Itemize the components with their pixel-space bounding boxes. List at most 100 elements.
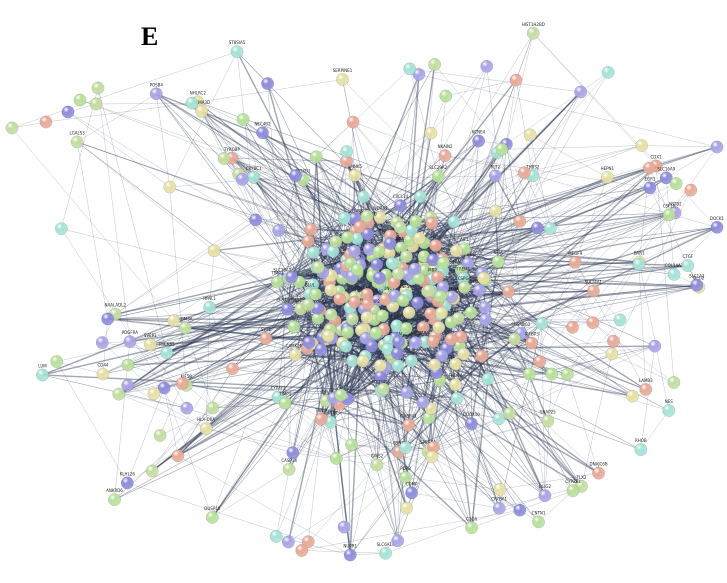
protein-node-sphere[interactable] xyxy=(337,211,351,225)
protein-node-sphere[interactable] xyxy=(341,231,354,244)
protein-node-sphere[interactable] xyxy=(235,172,249,186)
protein-node-sphere[interactable] xyxy=(203,300,217,314)
protein-node[interactable]: NES xyxy=(662,399,676,417)
protein-node-sphere[interactable] xyxy=(586,316,600,330)
protein-node-sphere[interactable] xyxy=(475,349,489,363)
protein-node[interactable] xyxy=(285,270,298,284)
protein-node[interactable] xyxy=(393,221,407,234)
protein-node[interactable] xyxy=(477,271,490,285)
protein-node[interactable] xyxy=(333,292,347,306)
protein-node[interactable] xyxy=(321,329,335,343)
protein-node-sphere[interactable] xyxy=(121,358,135,372)
protein-node-sphere[interactable] xyxy=(396,294,410,307)
protein-node[interactable]: CD44 xyxy=(96,363,110,381)
protein-node[interactable] xyxy=(324,283,338,297)
protein-node-sphere[interactable] xyxy=(207,244,221,258)
protein-node[interactable] xyxy=(437,256,450,270)
protein-node-sphere[interactable] xyxy=(532,515,545,529)
protein-node[interactable] xyxy=(523,128,537,142)
protein-node-sphere[interactable] xyxy=(123,335,137,349)
protein-node-sphere[interactable] xyxy=(400,501,414,515)
protein-node-sphere[interactable] xyxy=(541,414,555,428)
protein-node-sphere[interactable] xyxy=(314,343,328,356)
protein-node-sphere[interactable] xyxy=(662,404,676,417)
protein-node-sphere[interactable] xyxy=(710,220,724,234)
protein-node[interactable] xyxy=(475,349,489,363)
protein-node-sphere[interactable] xyxy=(613,313,627,327)
protein-node-sphere[interactable] xyxy=(307,246,320,260)
protein-node[interactable] xyxy=(513,503,527,517)
protein-node[interactable] xyxy=(249,213,263,227)
protein-node-sphere[interactable] xyxy=(449,378,462,392)
protein-node[interactable] xyxy=(261,77,275,90)
protein-node[interactable]: LUM xyxy=(36,363,49,382)
protein-node[interactable]: NKAIN2 xyxy=(438,144,453,163)
protein-node[interactable] xyxy=(345,438,358,452)
protein-node[interactable] xyxy=(493,483,507,496)
protein-node[interactable] xyxy=(424,307,438,321)
protein-node[interactable] xyxy=(513,214,527,228)
protein-node-sphere[interactable] xyxy=(346,312,359,326)
protein-node-sphere[interactable] xyxy=(513,214,527,228)
protein-node-sphere[interactable] xyxy=(54,222,68,236)
protein-node[interactable]: CTGF xyxy=(681,254,695,273)
protein-node-sphere[interactable] xyxy=(226,362,239,376)
protein-node[interactable] xyxy=(167,314,181,328)
protein-node-sphere[interactable] xyxy=(489,204,502,218)
protein-node[interactable] xyxy=(307,246,320,260)
protein-node-sphere[interactable] xyxy=(329,235,343,249)
protein-node-sphere[interactable] xyxy=(180,401,194,415)
protein-node[interactable]: KCNE4 xyxy=(472,129,486,148)
protein-node[interactable] xyxy=(533,355,547,369)
protein-node-sphere[interactable] xyxy=(502,285,515,299)
protein-node-sphere[interactable] xyxy=(36,368,49,382)
protein-node[interactable] xyxy=(642,161,656,175)
protein-node[interactable] xyxy=(560,367,574,381)
protein-node[interactable]: KDM3A xyxy=(178,316,193,335)
protein-node-sphere[interactable] xyxy=(643,181,657,195)
protein-node-sphere[interactable] xyxy=(230,45,244,59)
protein-node-sphere[interactable] xyxy=(667,376,681,389)
protein-node[interactable] xyxy=(478,301,492,314)
protein-node[interactable] xyxy=(399,250,413,263)
protein-node[interactable] xyxy=(383,237,397,250)
protein-node-sphere[interactable] xyxy=(302,336,316,349)
protein-node[interactable] xyxy=(337,211,351,225)
protein-node-sphere[interactable] xyxy=(96,367,110,381)
protein-node[interactable] xyxy=(235,172,249,186)
protein-node[interactable] xyxy=(95,336,109,349)
protein-node-sphere[interactable] xyxy=(481,372,495,386)
protein-node[interactable] xyxy=(302,336,316,349)
protein-node[interactable] xyxy=(710,140,724,154)
protein-node-sphere[interactable] xyxy=(669,177,683,190)
protein-node-sphere[interactable] xyxy=(336,73,349,86)
protein-node-sphere[interactable] xyxy=(409,214,423,228)
protein-node-sphere[interactable] xyxy=(143,338,157,352)
protein-node-sphere[interactable] xyxy=(353,220,367,234)
protein-node[interactable] xyxy=(492,412,506,426)
protein-node-sphere[interactable] xyxy=(149,87,163,101)
protein-node-sphere[interactable] xyxy=(282,462,296,476)
protein-node-sphere[interactable] xyxy=(439,89,453,103)
protein-node[interactable] xyxy=(530,221,544,235)
protein-node[interactable] xyxy=(348,295,362,309)
protein-node-sphere[interactable] xyxy=(405,486,418,500)
protein-node-sphere[interactable] xyxy=(391,534,405,548)
protein-node[interactable] xyxy=(480,59,494,73)
protein-node-sphere[interactable] xyxy=(121,378,135,392)
protein-node[interactable] xyxy=(309,287,323,301)
protein-node-sphere[interactable] xyxy=(574,85,588,99)
protein-node[interactable] xyxy=(329,235,343,249)
protein-node[interactable] xyxy=(101,312,115,326)
protein-node-sphere[interactable] xyxy=(163,180,177,194)
protein-node[interactable]: NUPR1 xyxy=(343,544,358,562)
protein-node[interactable] xyxy=(346,115,360,129)
protein-node[interactable] xyxy=(481,372,495,386)
protein-node-sphere[interactable] xyxy=(329,451,343,465)
protein-node-sphere[interactable] xyxy=(479,313,493,327)
protein-node-sphere[interactable] xyxy=(301,298,315,312)
protein-node-sphere[interactable] xyxy=(434,290,447,304)
protein-node[interactable] xyxy=(464,306,478,319)
protein-node[interactable] xyxy=(353,220,367,234)
protein-node[interactable] xyxy=(289,169,303,183)
